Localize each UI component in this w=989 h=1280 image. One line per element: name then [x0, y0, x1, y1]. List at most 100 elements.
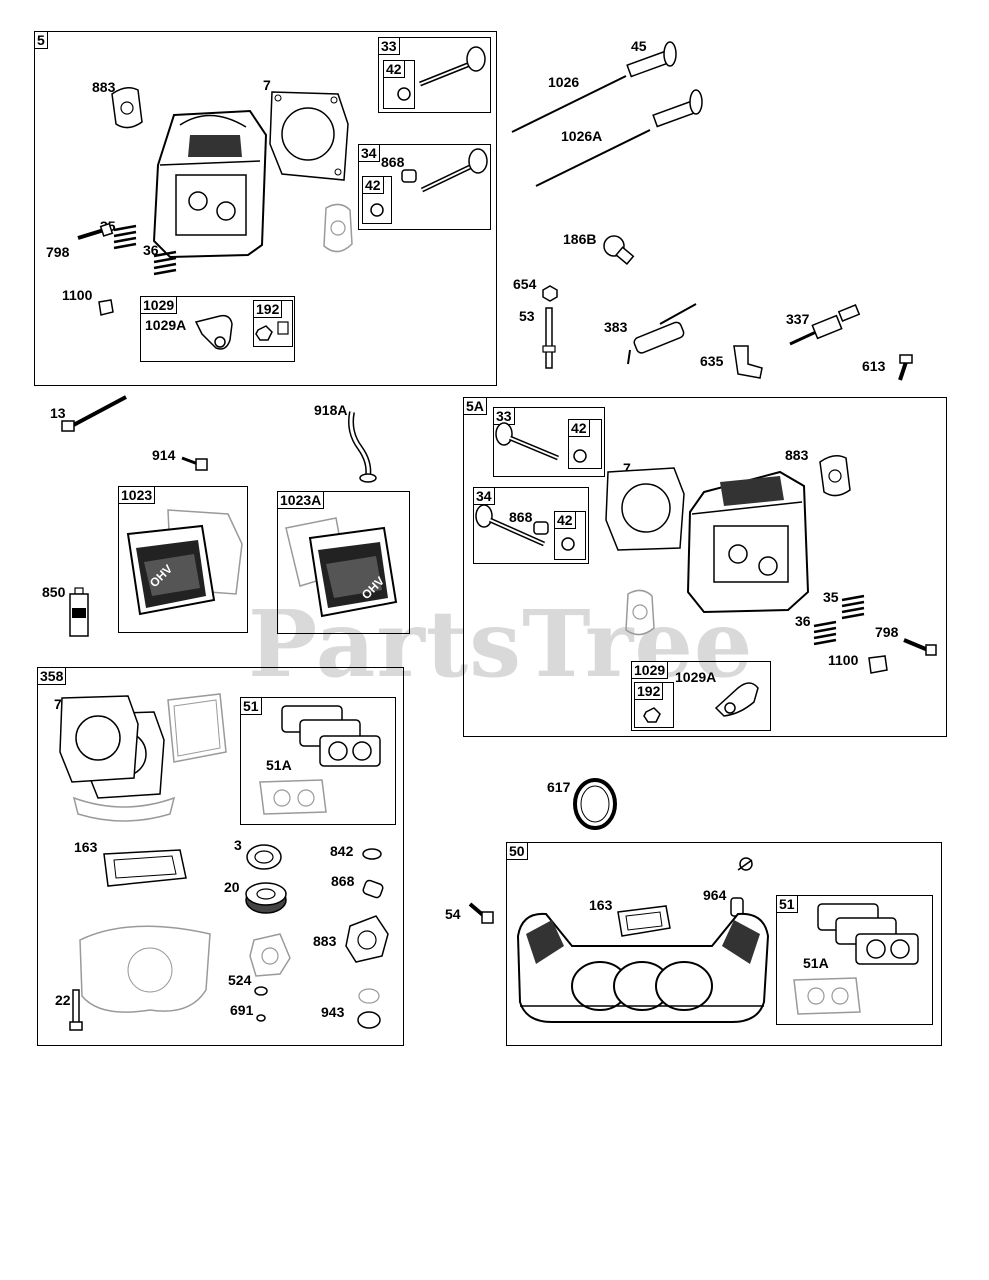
group-5a-sub34-inner-tag: 42: [554, 511, 576, 529]
label-613: 613: [862, 358, 886, 374]
pushrod-tube-1026a-top-icon: [652, 89, 703, 128]
sealant-tube-850-icon: [69, 587, 89, 637]
group-5-sub34-inner-tag: 42: [362, 176, 384, 194]
group-358-crankcase-gasket-outline-icon: [79, 925, 211, 1013]
group-50-label-163: 163: [589, 897, 613, 913]
group-50-label-51a: 51A: [803, 955, 829, 971]
group-5a-sub34-box: [473, 487, 589, 564]
ring-617-icon: [573, 778, 617, 830]
label-13: 13: [50, 405, 66, 421]
group-5-sub1029-inner-tag: 192: [253, 300, 283, 318]
label-1026: 1026: [548, 74, 580, 90]
group-358-label-691: 691: [230, 1002, 254, 1018]
spring-35-icon: [113, 224, 137, 250]
group-50-sub51-box: [776, 895, 933, 1025]
group-1023-box: [118, 486, 248, 633]
group-358-cover-gasket-outline-icon: [167, 693, 227, 763]
group-50-label-964: 964: [703, 887, 727, 903]
group-5a-label-883: 883: [785, 447, 809, 463]
group-358-label-22: 22: [55, 992, 71, 1008]
group-358-curved-gasket-icon: [72, 796, 176, 822]
group-358-label-524: 524: [228, 972, 252, 988]
spring-36-icon: [153, 250, 177, 276]
group-50-intake-gaskets-icon: [793, 903, 919, 1015]
group-5a-intake-gasket-outline-icon: [625, 589, 655, 636]
screw-914-icon: [181, 456, 208, 471]
group-5a-sub33-inner-tag: 42: [568, 419, 590, 437]
group-5a-label-35: 35: [823, 589, 839, 605]
bolt-798-icon: [77, 222, 114, 240]
group-358-label-868: 868: [331, 873, 355, 889]
group-5-sub33-box: [378, 37, 491, 113]
label-635: 635: [700, 353, 724, 369]
group-5a-label-1100: 1100: [828, 652, 859, 668]
breather-fitting-icon: [737, 857, 753, 871]
group-5a-sub1029-inner-tag: 192: [634, 682, 664, 700]
group-358-label-163: 163: [74, 839, 98, 855]
group-358-sleeve-868-icon: [362, 879, 384, 899]
group-5-label-1029a: 1029A: [145, 317, 187, 333]
group-5a-label-7: 7: [623, 460, 631, 476]
group-5a-tag: 5A: [463, 397, 487, 415]
group-5-sub1029-tag: 1029: [140, 296, 178, 314]
label-850: 850: [42, 584, 66, 600]
group-5a-sub33-tag: 33: [493, 407, 515, 425]
spark-plug-337-icon: [789, 304, 861, 346]
exhaust-valve-icon: [370, 148, 488, 217]
group-358-intake-gaskets-icon: [259, 705, 381, 815]
group-50-box: [506, 842, 942, 1046]
group-358-gasket-883-icon: [345, 915, 389, 963]
group-5a-label-798: 798: [875, 624, 899, 640]
group-5-label-36: 36: [143, 242, 159, 258]
group-358-tag: 358: [37, 667, 67, 685]
group-5-label-1100: 1100: [62, 287, 93, 303]
label-337: 337: [786, 311, 810, 327]
gasket-883-icon: [111, 87, 143, 129]
group-358-bolt-22-icon: [69, 989, 83, 1031]
group-5a-head-gasket-icon: [605, 467, 685, 551]
group-358-gasket-163-icon: [103, 849, 187, 887]
group-5a-label-36: 36: [795, 613, 811, 629]
label-54: 54: [445, 906, 461, 922]
group-358-sub51-tag: 51: [240, 697, 262, 715]
group-5-sub33-tag: 33: [378, 37, 400, 55]
group-358-oring-524-icon: [254, 986, 268, 996]
valve-cover-1023a-icon: [285, 517, 398, 618]
group-358-label-20: 20: [224, 879, 240, 895]
group-358-flange-gasket-outline-icon: [249, 933, 291, 977]
group-358-head-gaskets-icon: [59, 695, 165, 799]
group-358-oring-842-icon: [362, 848, 382, 860]
cylinder-head-icon: [152, 109, 268, 259]
group-5a-gasket-883-icon: [819, 455, 851, 497]
label-186b: 186B: [563, 231, 597, 247]
group-358-sub51-box: [240, 697, 396, 825]
label-918a: 918A: [314, 402, 348, 418]
label-383: 383: [604, 319, 628, 335]
bolt-613-icon: [898, 354, 913, 381]
group-50-tag: 50: [506, 842, 528, 860]
group-50-gasket-163-icon: [617, 905, 671, 937]
intake-gasket-outline-icon: [323, 203, 353, 253]
pushrod-1026-icon: [511, 75, 627, 133]
label-53: 53: [519, 308, 535, 324]
group-5-label-883: 883: [92, 79, 116, 95]
group-358-label-842: 842: [330, 843, 354, 859]
clip-1100-icon: [98, 299, 114, 316]
label-914: 914: [152, 447, 176, 463]
group-5a-sub34-tag: 34: [473, 487, 495, 505]
group-5-tag: 5: [34, 31, 48, 49]
group-1023a-tag: 1023A: [277, 491, 325, 509]
breather-tube-918a-icon: [348, 411, 377, 483]
valve-cover-1023-icon: [126, 509, 243, 616]
group-5a-sub33-box: [493, 407, 605, 477]
group-5-sub33-inner-tag: 42: [383, 60, 405, 78]
group-5a-spring-35-icon: [841, 594, 865, 620]
group-5-sub1029-box: [140, 296, 295, 362]
group-358-label-943: 943: [321, 1004, 345, 1020]
label-1026a: 1026A: [561, 128, 603, 144]
bolt-13-icon: [61, 395, 127, 432]
group-5-sub34-tag: 34: [358, 144, 380, 162]
stud-53-icon: [542, 307, 556, 369]
boot-635-icon: [733, 345, 763, 379]
group-5a-intake-valve-icon: [495, 422, 587, 463]
